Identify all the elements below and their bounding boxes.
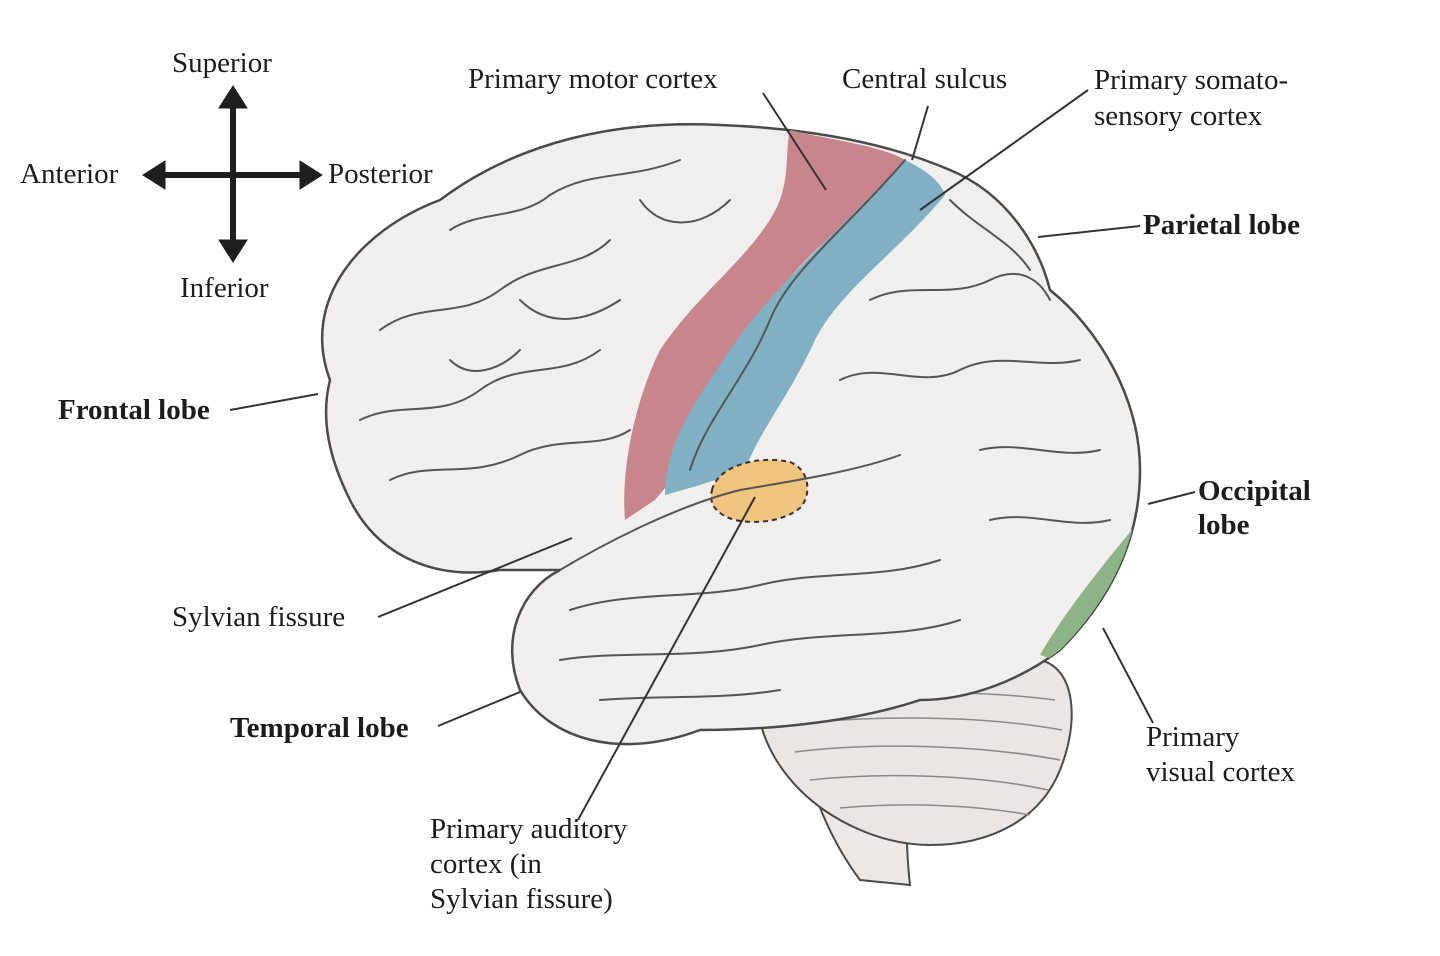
- orientation-arrows: [142, 85, 323, 263]
- primary-somatosensory-cortex-region: [665, 160, 945, 495]
- leader-lines: [229, 89, 1196, 821]
- arrow-right-icon: [299, 160, 323, 190]
- primary-visual-cortex-label: Primary visual cortex: [1146, 721, 1295, 788]
- primary-auditory-cortex-label: Primary auditory cortex (in Sylvian fiss…: [430, 813, 628, 915]
- superior-label: Superior: [172, 47, 272, 79]
- sulci-lines: [359, 159, 1111, 701]
- arrow-left-icon: [142, 160, 166, 190]
- sylvian-fissure-label: Sylvian fissure: [172, 601, 346, 633]
- frontal-lobe-label: Frontal lobe: [58, 394, 210, 426]
- parietal-lobe-label: Parietal lobe: [1143, 209, 1301, 241]
- inferior-label: Inferior: [180, 272, 269, 304]
- central-sulcus-label: Central sulcus: [842, 63, 1008, 95]
- posterior-label: Posterior: [328, 158, 433, 190]
- primary-auditory-cortex-region: [710, 458, 809, 523]
- temporal-lobe-label: Temporal lobe: [230, 712, 409, 744]
- occipital-lobe-label: Occipital lobe: [1198, 475, 1311, 541]
- primary-somatosensory-cortex-label: Primary somato- sensory cortex: [1094, 64, 1289, 132]
- anterior-label: Anterior: [20, 158, 119, 190]
- arrow-up-icon: [218, 85, 248, 109]
- primary-motor-cortex-label: Primary motor cortex: [468, 63, 718, 95]
- arrow-down-icon: [218, 239, 248, 263]
